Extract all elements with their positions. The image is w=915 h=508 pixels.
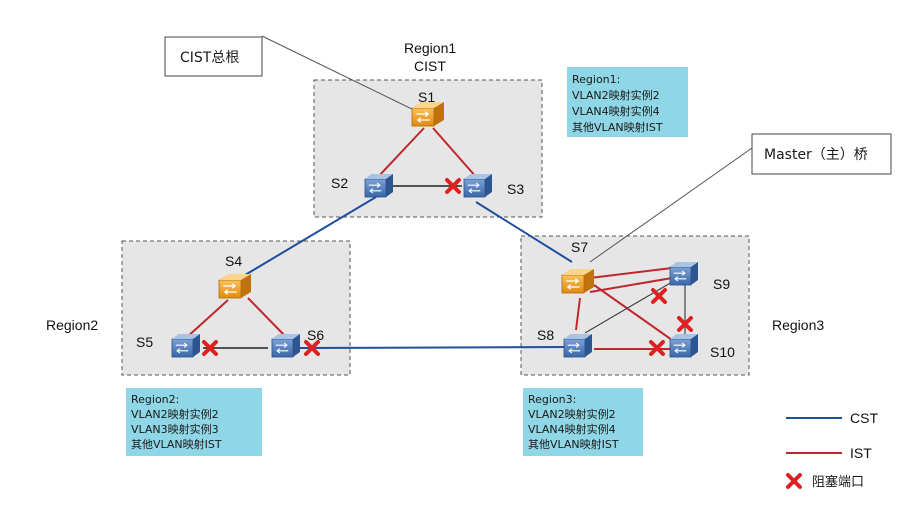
- switch-label-s9: S9: [713, 276, 730, 292]
- ist-link-s1-s2: [376, 127, 425, 179]
- switch-s1: [411, 102, 444, 127]
- master-bridge-leader: [589, 147, 753, 263]
- region2-note-line: 其他VLAN映射IST: [131, 437, 222, 451]
- switch-label-s5: S5: [136, 334, 153, 350]
- ist-link-s4-s5: [185, 299, 229, 339]
- legend-ist-label: IST: [850, 445, 872, 461]
- ist-link-s7-s10: [593, 284, 673, 341]
- switch-label-s6: S6: [307, 327, 324, 343]
- region2-box: [121, 240, 351, 376]
- switch-label-s2: S2: [331, 175, 348, 191]
- switch-label-s7: S7: [571, 239, 588, 255]
- region2-label: Region2: [46, 317, 98, 333]
- switch-s4: [218, 274, 251, 299]
- region3-note-line: VLAN2映射实例2: [528, 407, 616, 421]
- switch-s10: [669, 334, 698, 358]
- region3-note-line: Region3:: [528, 393, 576, 406]
- switch-label-s8: S8: [537, 327, 554, 343]
- region3-label: Region3: [772, 317, 824, 333]
- link-s8-s9: [584, 281, 673, 334]
- region2-note-line: VLAN2映射实例2: [131, 407, 219, 421]
- switch-label-s10: S10: [710, 344, 735, 360]
- switch-label-s4: S4: [225, 253, 242, 269]
- ist-link-s7-s9-b: [589, 277, 673, 293]
- ist-link-s7-s9: [589, 267, 673, 279]
- switch-s8: [563, 334, 592, 358]
- region2-note: [126, 388, 262, 456]
- region3-box: [520, 235, 750, 376]
- legend-blocked-icon: [786, 473, 802, 489]
- region1-note-line: VLAN4映射实例4: [572, 104, 660, 118]
- switch-s9: [669, 262, 698, 286]
- legend-blocked-label: 阻塞端口: [812, 474, 864, 490]
- ist-link-s4-s6: [247, 297, 287, 338]
- region2-note-line: VLAN3映射实例3: [131, 422, 219, 436]
- cst-link-s6-s8: [299, 346, 573, 349]
- region2-note-line: Region2:: [131, 393, 179, 406]
- region1-label: Region1: [404, 40, 456, 56]
- switch-s7: [561, 269, 594, 294]
- region1-note-line: Region1:: [572, 73, 620, 86]
- cist-root-leader: [261, 35, 421, 114]
- region1-note-line: VLAN2映射实例2: [572, 88, 660, 102]
- cist-root-callout: [164, 36, 263, 77]
- cst-link-s2-s4: [239, 196, 377, 279]
- region1-note-line: 其他VLAN映射IST: [572, 120, 663, 134]
- switch-s5: [171, 334, 200, 358]
- master-bridge-text: Master（主）桥: [764, 147, 868, 163]
- ist-link-s7-s8: [575, 297, 581, 331]
- ist-link-s1-s3: [432, 127, 478, 179]
- switch-label-s3: S3: [507, 181, 524, 197]
- switch-label-s1: S1: [418, 89, 435, 105]
- region1-note: [567, 67, 688, 137]
- cist-root-text: CIST总根: [180, 50, 239, 66]
- switch-s6: [271, 334, 300, 358]
- region1-sublabel: CIST: [414, 58, 446, 74]
- cst-link-s3-s7: [475, 201, 573, 263]
- switch-s2: [364, 174, 393, 198]
- master-bridge-callout: [751, 133, 892, 175]
- region3-note: [523, 388, 643, 456]
- switch-s3: [463, 174, 492, 198]
- region3-note-line: 其他VLAN映射IST: [528, 437, 619, 451]
- legend-cst-label: CST: [850, 410, 878, 426]
- region3-note-line: VLAN4映射实例4: [528, 422, 616, 436]
